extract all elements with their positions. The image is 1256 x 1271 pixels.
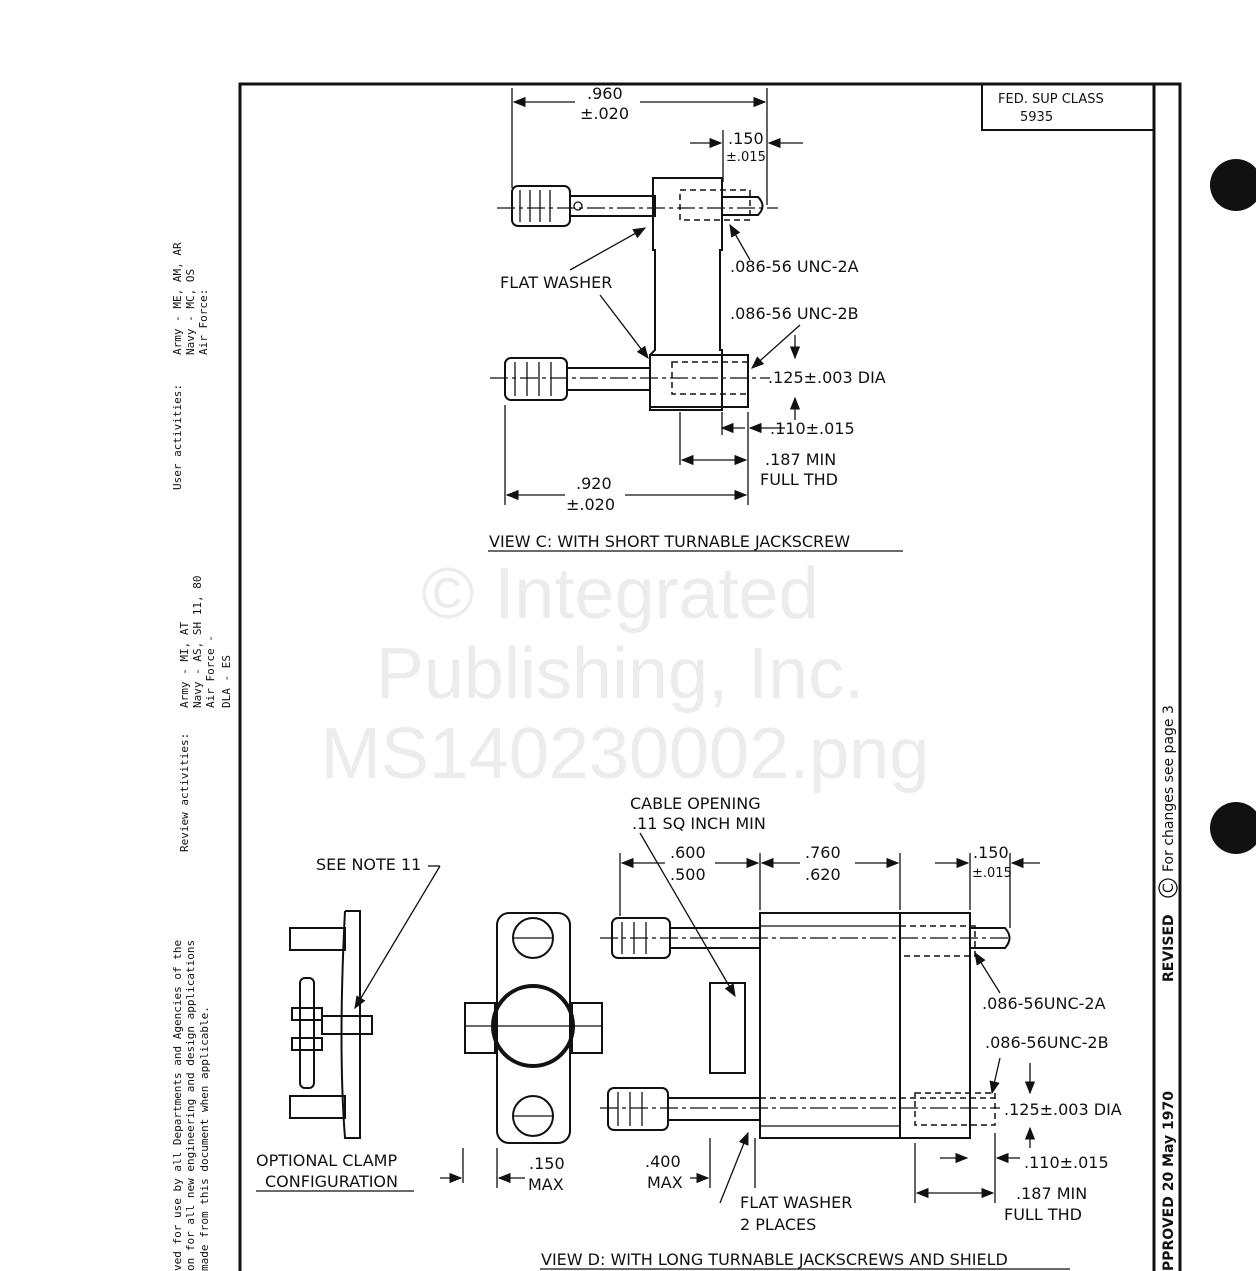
max-400: MAX: [647, 1173, 683, 1192]
dim-760: .760: [805, 843, 841, 862]
fed-sup-class-label: FED. SUP CLASS: [998, 92, 1104, 107]
revised-label: REVISED: [1161, 914, 1177, 982]
full-thd: FULL THD: [760, 470, 838, 489]
punch-hole-top: [1210, 159, 1256, 211]
thread-2a-label-d: .086-56UNC-2A: [982, 994, 1106, 1013]
approval-line-1: ved for use by all Departments and Agenc…: [171, 940, 184, 1271]
dia-label-d: .125±.003 DIA: [1004, 1100, 1122, 1119]
clamp-max: MAX: [528, 1175, 564, 1194]
dim-500: .500: [670, 865, 706, 884]
dia-label: .125±.003 DIA: [768, 368, 886, 387]
dim-110: .110±.015: [770, 419, 855, 438]
flat-washer-label-d: FLAT WASHER: [740, 1193, 852, 1212]
revision-circle: [1158, 878, 1178, 898]
revision-letter: C: [1161, 883, 1177, 893]
approval-line-3: made from this document when applicable.: [198, 1006, 211, 1271]
thread-2b-label-d: .086-56UNC-2B: [985, 1033, 1109, 1052]
view-c-title: VIEW C: WITH SHORT TURNABLE JACKSCREW: [489, 532, 850, 551]
cable-area-label: .11 SQ INCH MIN: [632, 814, 766, 833]
punch-hole-bottom: [1210, 802, 1256, 854]
thread-2a-label: .086-56 UNC-2A: [730, 257, 859, 276]
review-activities-dla: DLA - ES: [220, 655, 233, 708]
tol-150: ±.015: [726, 150, 766, 165]
min-187-d: .187 MIN: [1016, 1184, 1087, 1203]
two-places-label: 2 PLACES: [740, 1215, 816, 1234]
user-activities-label: User activities:: [171, 384, 184, 490]
dim-960: .960: [587, 84, 623, 103]
dim-150: .150: [728, 129, 764, 148]
watermark: © Integrated Publishing, Inc. MS14023000…: [321, 554, 930, 794]
tol-150-d: ±.015: [972, 866, 1012, 881]
view-c-drawing: [488, 88, 903, 552]
cable-opening-label: CABLE OPENING: [630, 794, 761, 813]
clamp-150: .150: [529, 1154, 565, 1173]
fed-sup-class-number: 5935: [1020, 110, 1053, 125]
view-d-labels: CABLE OPENING .11 SQ INCH MIN SEE NOTE 1…: [256, 794, 1122, 1269]
review-activities-navy: Navy - AS, SH 11, 80: [191, 576, 204, 708]
configuration-label: CONFIGURATION: [265, 1172, 398, 1191]
user-activities-navy: Navy - MC, OS: [184, 269, 197, 355]
dim-920: .920: [576, 474, 612, 493]
dim-620: .620: [805, 865, 841, 884]
see-note-label: SEE NOTE 11: [316, 855, 421, 874]
watermark-line-1: © Integrated: [421, 554, 818, 634]
flat-washer-label: FLAT WASHER: [500, 273, 612, 292]
full-thd-d: FULL THD: [1004, 1205, 1082, 1224]
review-activities-label: Review activities:: [178, 733, 191, 852]
approval-line-2: on for all new engineering and design ap…: [184, 940, 197, 1271]
review-activities-army: Army - MI, AT: [178, 622, 191, 708]
dim-150-d: .150: [973, 843, 1009, 862]
changes-note: For changes see page 3: [1161, 705, 1177, 872]
watermark-line-2: Publishing, Inc.: [376, 634, 864, 714]
view-d-title: VIEW D: WITH LONG TURNABLE JACKSCREWS AN…: [541, 1250, 1008, 1269]
tol-920: ±.020: [566, 495, 615, 514]
view-c-labels: .960 ±.020 .150 ±.015 FLAT WASHER .086-5…: [489, 84, 886, 551]
view-d-drawing: [256, 832, 1070, 1270]
optional-clamp-label: OPTIONAL CLAMP: [256, 1151, 397, 1170]
view-d: CABLE OPENING .11 SQ INCH MIN SEE NOTE 1…: [256, 794, 1122, 1270]
user-activities-army: Army - ME, AM, AR: [171, 242, 184, 355]
left-margin-notes: User activities: Army - ME, AM, AR Navy …: [171, 242, 233, 1271]
dim-600: .600: [670, 843, 706, 862]
view-c: .960 ±.020 .150 ±.015 FLAT WASHER .086-5…: [488, 84, 903, 552]
right-margin-notes: PPROVED 20 May 1970 REVISED C For change…: [1158, 705, 1178, 1271]
tol-960: ±.020: [580, 104, 629, 123]
thread-2b-label: .086-56 UNC-2B: [730, 304, 859, 323]
fed-sup-class-box: FED. SUP CLASS 5935: [998, 92, 1104, 125]
dim-400: .400: [645, 1152, 681, 1171]
approved-date: PPROVED 20 May 1970: [1161, 1091, 1177, 1271]
watermark-line-3: MS140230002.png: [321, 714, 930, 794]
sheet-frame: [238, 82, 1182, 1271]
dim-110-d: .110±.015: [1024, 1153, 1109, 1172]
user-activities-airforce: Air Force:: [197, 289, 210, 355]
min-187: .187 MIN: [765, 450, 836, 469]
review-activities-airforce: Air Force -: [204, 635, 217, 708]
